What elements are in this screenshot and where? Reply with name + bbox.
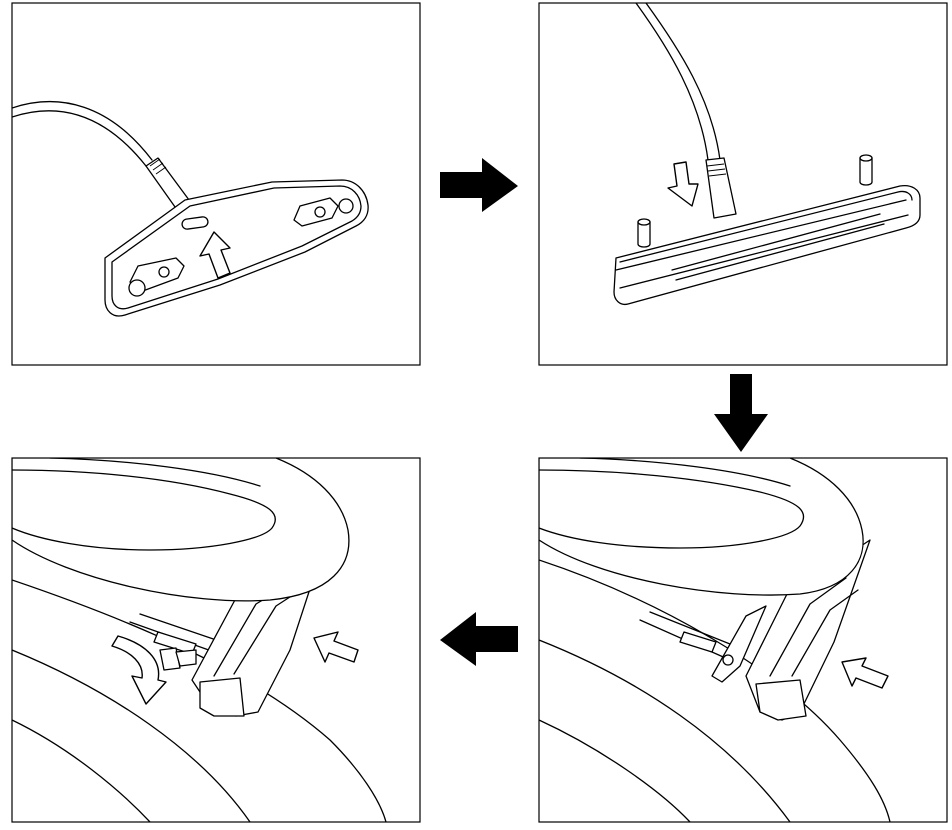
arrow-right-icon xyxy=(440,158,518,212)
step-4-panel xyxy=(11,457,421,823)
step-1-panel xyxy=(11,2,421,366)
mounting-plate-icon xyxy=(104,179,369,317)
insert-arrow-icon xyxy=(199,231,231,279)
toilet-bowl-icon xyxy=(12,579,387,822)
rotate-arrow-icon xyxy=(111,635,167,705)
toilet-seat-icon xyxy=(539,458,864,596)
step-3-panel xyxy=(538,457,948,823)
seat-hinge-icon xyxy=(639,539,871,721)
toilet-seat-icon xyxy=(12,458,350,602)
arrow-down-icon xyxy=(714,374,768,452)
sensor-cable-icon xyxy=(635,3,737,219)
sensor-bar-icon xyxy=(613,154,921,306)
step-2-panel xyxy=(538,2,948,366)
slide-in-arrow-icon xyxy=(841,657,889,689)
press-down-arrow-icon xyxy=(667,161,699,207)
arrow-left-icon xyxy=(440,612,518,666)
sensor-cable-icon xyxy=(12,101,199,218)
slide-in-arrow-icon xyxy=(313,631,359,663)
